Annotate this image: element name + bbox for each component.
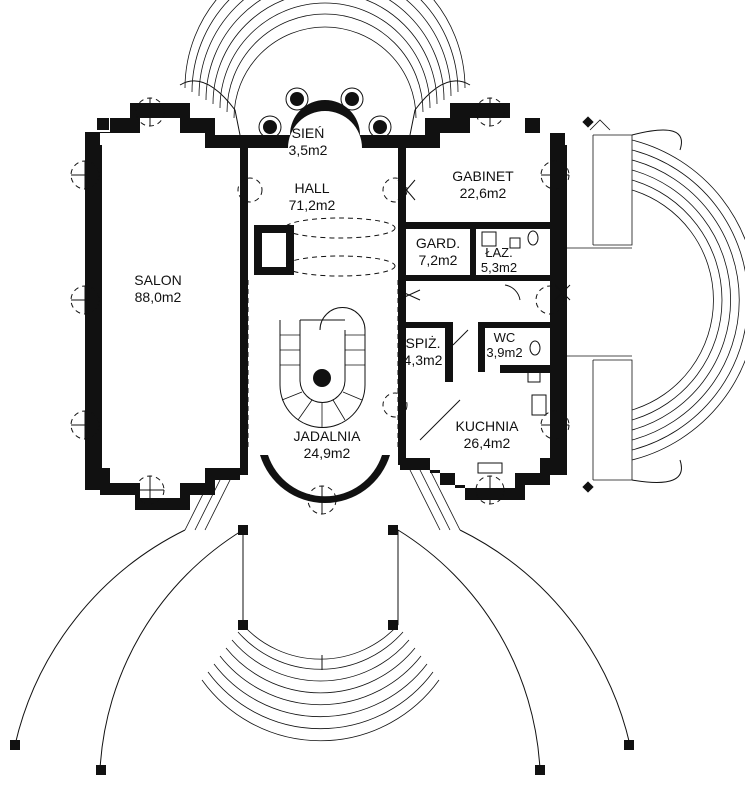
room-name: JADALNIA bbox=[293, 428, 361, 444]
room-label-spiz: SPIŻ. 4,3m2 bbox=[398, 335, 448, 369]
room-area: 88,0m2 bbox=[134, 289, 182, 305]
portico-columns bbox=[258, 87, 392, 139]
hall-beams bbox=[247, 217, 399, 450]
room-name: SALON bbox=[134, 272, 182, 288]
room-label-wc: WC 3,9m2 bbox=[482, 330, 527, 360]
room-label-gabinet: GABINET 22,6m2 bbox=[438, 168, 528, 202]
room-area: 4,3m2 bbox=[403, 352, 443, 368]
room-label-sien: SIEŃ 3,5m2 bbox=[278, 125, 338, 159]
room-label-kuchnia: KUCHNIA 26,4m2 bbox=[442, 418, 532, 452]
window-markers bbox=[70, 97, 570, 515]
top-entrance-steps bbox=[179, 0, 471, 136]
room-label-jadalnia: JADALNIA 24,9m2 bbox=[282, 428, 372, 462]
room-area: 22,6m2 bbox=[459, 185, 507, 201]
room-name: ŁAZ. bbox=[485, 245, 513, 260]
right-steps bbox=[567, 116, 745, 493]
room-name: WC bbox=[493, 330, 516, 345]
room-label-laz: ŁAZ. 5,3m2 bbox=[474, 245, 524, 275]
room-name: KUCHNIA bbox=[455, 418, 519, 434]
room-label-hall: HALL 71,2m2 bbox=[272, 180, 352, 214]
room-name: GARD. bbox=[415, 235, 461, 251]
room-name: SIEŃ bbox=[291, 125, 325, 141]
spiral-staircase bbox=[279, 307, 366, 428]
doors bbox=[397, 179, 571, 441]
room-name: HALL bbox=[294, 180, 330, 196]
room-area: 24,9m2 bbox=[303, 445, 351, 461]
room-label-gard: GARD. 7,2m2 bbox=[408, 235, 468, 269]
room-area: 26,4m2 bbox=[463, 435, 511, 451]
room-name: GABINET bbox=[452, 168, 514, 184]
room-area: 3,5m2 bbox=[288, 142, 328, 158]
room-name: SPIŻ. bbox=[405, 335, 441, 351]
room-area: 7,2m2 bbox=[418, 252, 458, 268]
room-area: 71,2m2 bbox=[288, 197, 336, 213]
room-label-salon: SALON 88,0m2 bbox=[118, 272, 198, 306]
fixtures bbox=[477, 230, 547, 474]
bottom-terrace bbox=[10, 469, 634, 775]
room-area: 5,3m2 bbox=[480, 260, 518, 275]
room-area: 3,9m2 bbox=[486, 345, 523, 360]
